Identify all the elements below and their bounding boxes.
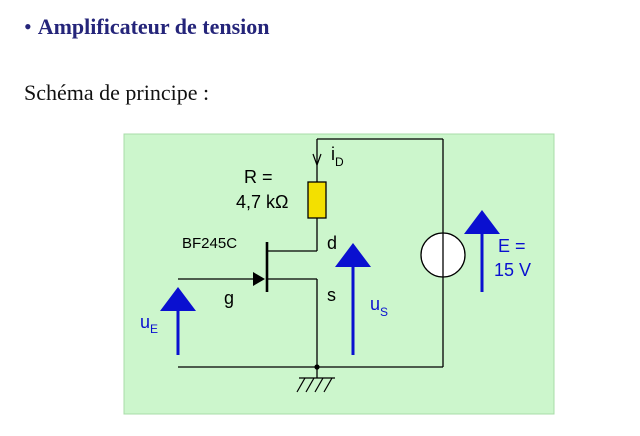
input-voltage-label: uE <box>140 312 158 336</box>
resistor-body <box>307 181 327 219</box>
subtitle: Schéma de principe : <box>24 80 210 105</box>
resistor-name-label: R = <box>244 167 273 187</box>
ground-icon <box>296 377 335 393</box>
junction-dot <box>314 364 320 370</box>
input-voltage-subscript: E <box>150 322 158 336</box>
drain-pin-label: d <box>327 233 337 253</box>
transistor-model-label: BF245C <box>182 235 237 252</box>
bullet: • <box>24 14 32 39</box>
jfet-transistor-icon <box>253 242 269 292</box>
wires <box>178 138 444 378</box>
supply-value-label: 15 V <box>494 260 531 280</box>
drain-current-subscript: D <box>335 155 344 169</box>
current-arrow-icon <box>312 153 322 167</box>
resistor-value-label: 4,7 kΩ <box>236 192 288 212</box>
output-voltage-subscript: S <box>380 305 388 319</box>
input-voltage-symbol: u <box>140 312 150 332</box>
voltage-source-icon <box>420 232 466 278</box>
source-pin-label: s <box>327 285 336 305</box>
output-voltage-label: uS <box>370 294 388 319</box>
drain-current-symbol: i <box>331 144 335 164</box>
supply-name-label: E = <box>498 236 526 256</box>
diagram-background <box>123 133 555 415</box>
section-title: Amplificateur de tension <box>37 14 270 39</box>
section-heading: •Amplificateur de tension <box>24 14 270 40</box>
output-voltage-symbol: u <box>370 294 380 314</box>
gate-pin-label: g <box>224 288 234 308</box>
drain-current-label: iD <box>331 144 344 169</box>
